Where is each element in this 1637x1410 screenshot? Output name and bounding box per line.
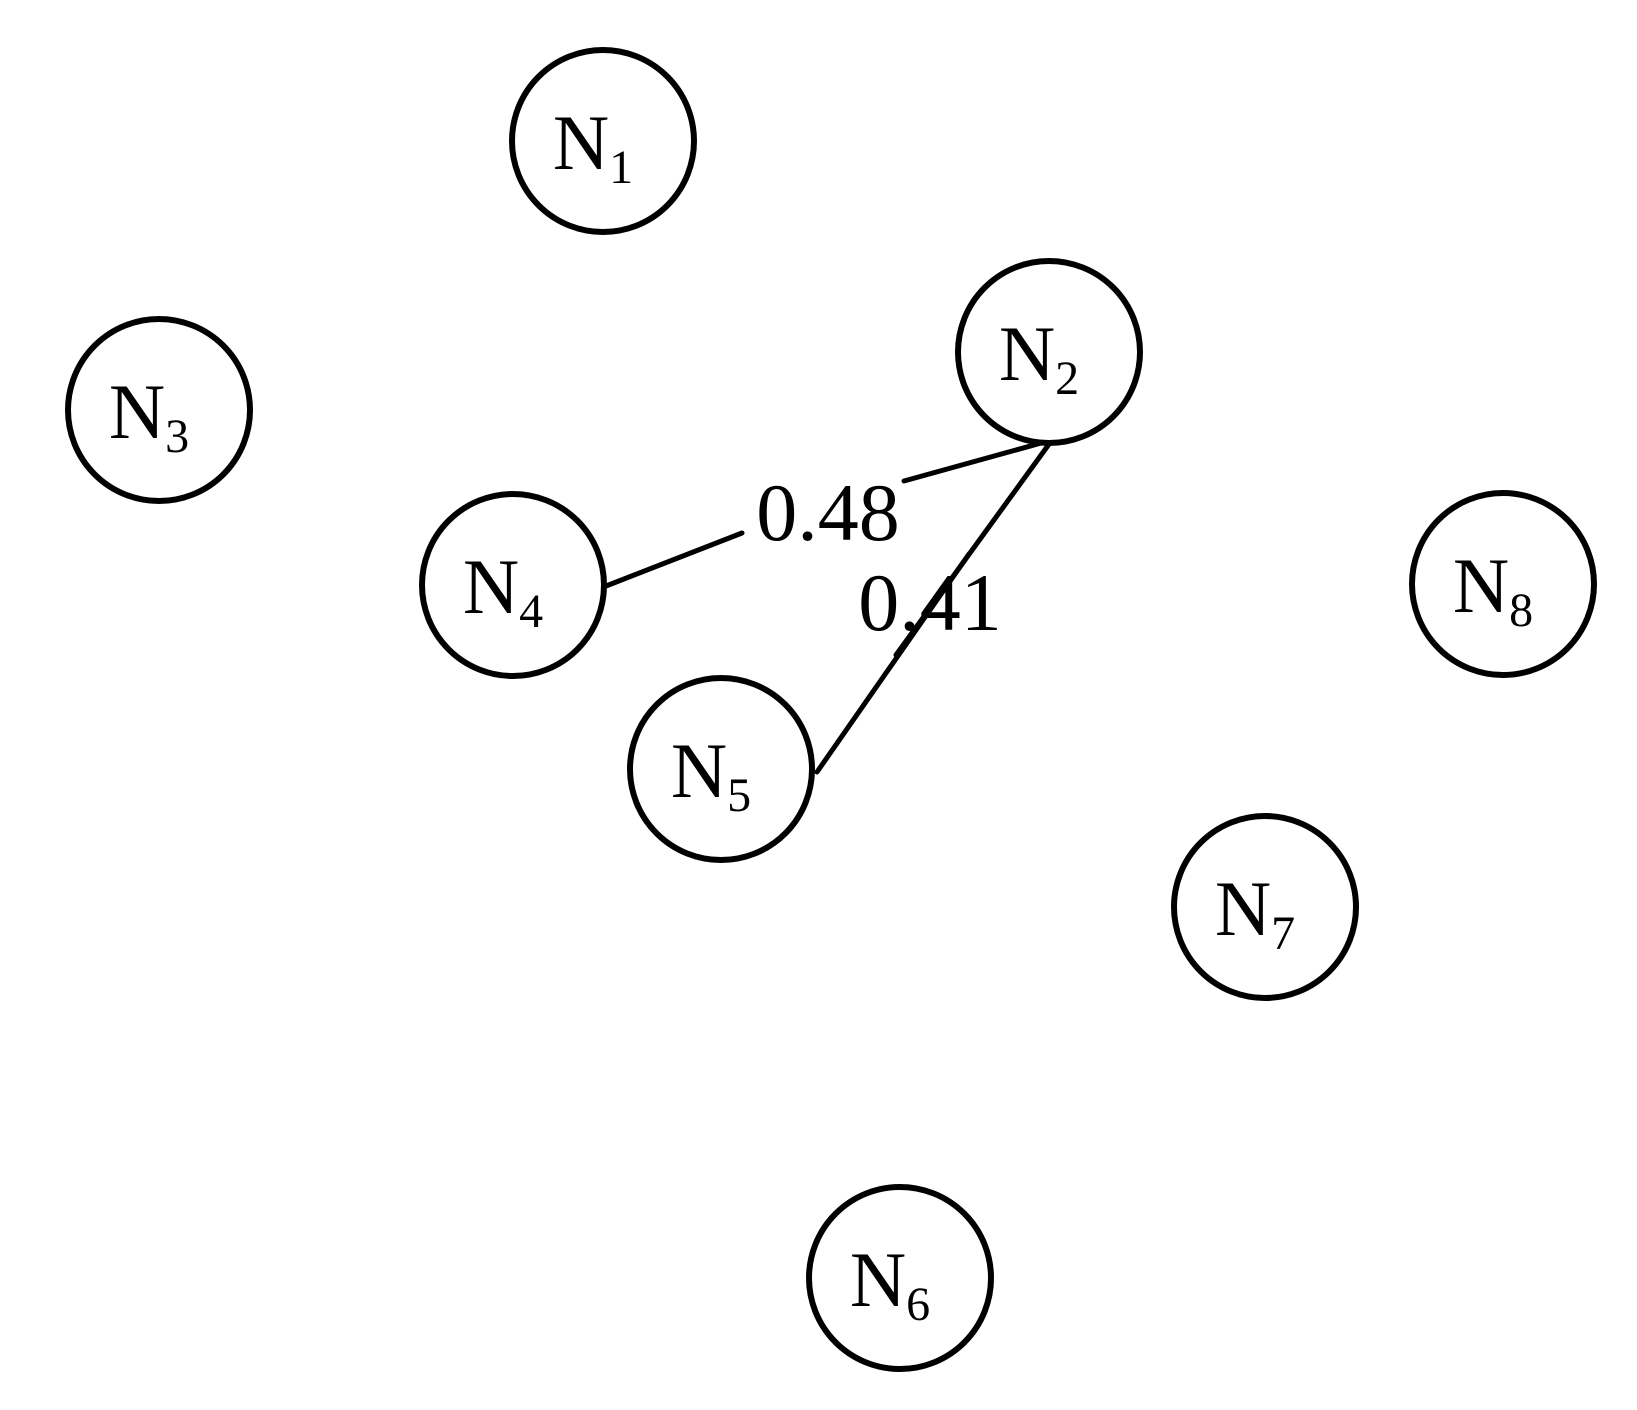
node-letter: N [553,99,609,186]
node-index: 4 [519,585,543,638]
node-index: 6 [906,1278,930,1331]
node-index: 7 [1271,907,1295,960]
node-letter: N [671,727,727,814]
node-circle [806,1184,994,1372]
node-index: 1 [609,141,633,194]
node-circle [419,491,607,679]
node-n5: N5 [627,675,815,863]
node-index: 3 [165,410,189,463]
node-index: 2 [1055,352,1079,405]
node-letter: N [1215,865,1271,952]
node-letter: N [463,543,519,630]
node-n4: N4 [419,491,607,679]
node-label: N7 [1215,865,1295,960]
node-n7: N7 [1171,813,1359,1001]
edge: 0.48 [603,437,1055,589]
node-letter: N [109,368,165,455]
edge-line [893,437,1055,658]
node-circle [955,258,1143,446]
edge: 0.41 [814,437,1055,775]
node-label: N4 [463,543,543,638]
node-label: N8 [1453,542,1533,637]
node-n6: N6 [806,1184,994,1372]
edge-line [603,530,745,589]
node-letter: N [850,1236,906,1323]
node-circle [1409,490,1597,678]
edge-weight-label: 0.48 [756,467,900,558]
node-n8: N8 [1409,490,1597,678]
node-letter: N [999,310,1055,397]
node-label: N6 [850,1236,930,1331]
node-circle [509,47,697,235]
node-n3: N3 [65,316,253,504]
node-label: N5 [671,727,751,822]
node-n2: N2 [955,258,1143,446]
edges-layer: 0.480.41 [603,437,1055,775]
node-label: N1 [553,99,633,194]
node-label: N2 [999,310,1079,405]
edge-weight-label: 0.41 [858,557,1002,648]
node-label: N3 [109,368,189,463]
node-circle [1171,813,1359,1001]
node-n1: N1 [509,47,697,235]
node-circle [65,316,253,504]
node-letter: N [1453,542,1509,629]
node-index: 8 [1509,584,1533,637]
edge-line [901,437,1055,484]
node-index: 5 [727,769,751,822]
node-circle [627,675,815,863]
